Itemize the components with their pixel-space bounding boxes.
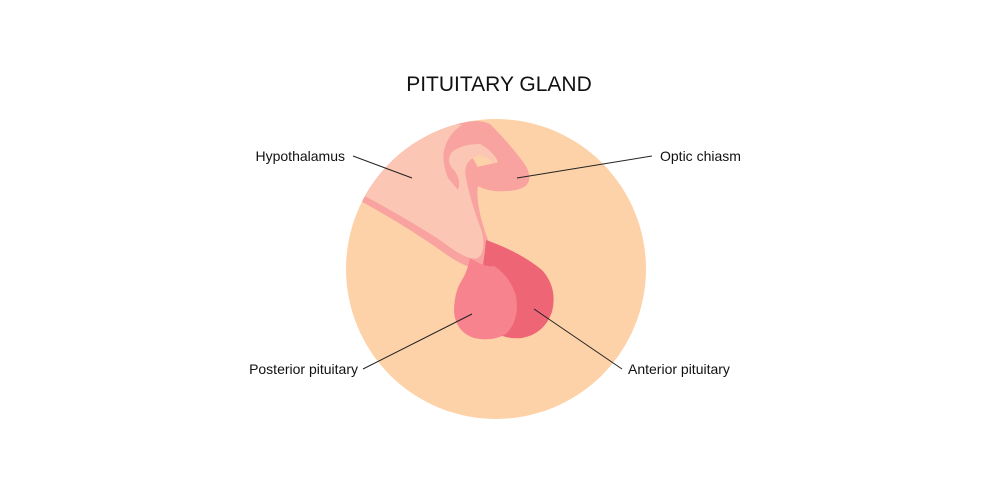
posterior-pituitary: [454, 258, 517, 340]
leader-line-posterior-pituitary: [362, 313, 473, 370]
label-posterior-pituitary: Posterior pituitary: [249, 361, 358, 377]
optic-chiasm: [443, 121, 530, 192]
leader-line-hypothalamus: [352, 155, 413, 179]
label-anterior-pituitary: Anterior pituitary: [628, 361, 730, 377]
label-hypothalamus: Hypothalamus: [256, 148, 346, 164]
leader-line-optic-chiasm: [516, 155, 653, 179]
leader-line-anterior-pituitary: [533, 308, 623, 370]
label-optic-chiasm: Optic chiasm: [660, 148, 741, 164]
diagram-title: PITUITARY GLAND: [406, 73, 592, 96]
